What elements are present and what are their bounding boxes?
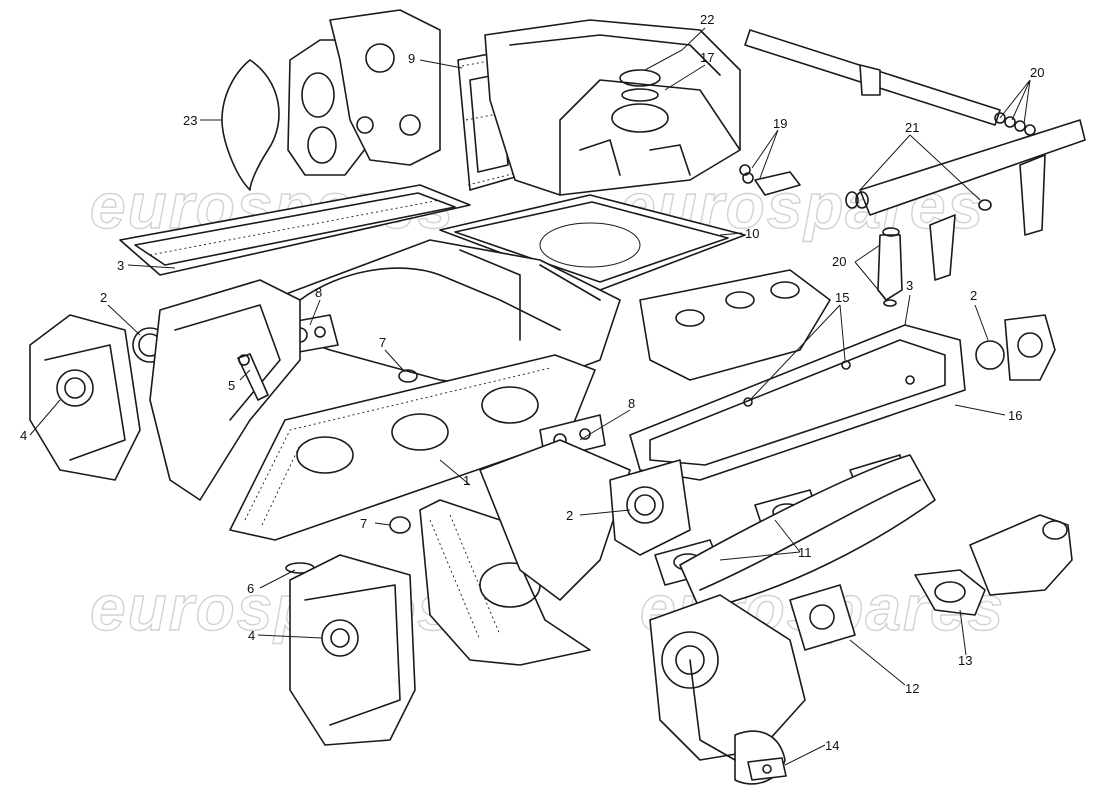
timing-cover-left-4 bbox=[29, 314, 141, 481]
callout-3: 3 bbox=[117, 258, 124, 273]
callout-4: 4 bbox=[248, 628, 255, 643]
callout-2: 2 bbox=[566, 508, 573, 523]
sensor-stud-5 bbox=[237, 353, 269, 401]
intake-manifold bbox=[269, 239, 831, 391]
oil-line-gasket-14 bbox=[747, 757, 787, 781]
cylinder-head-left bbox=[149, 279, 301, 501]
throttle-gasket-23 bbox=[221, 59, 280, 191]
callout-23: 23 bbox=[183, 113, 197, 128]
callout-17: 17 bbox=[700, 50, 714, 65]
callout-19: 19 bbox=[773, 116, 787, 131]
turbo-gasket-12 bbox=[789, 584, 856, 651]
callout-10: 10 bbox=[745, 226, 759, 241]
head-gasket-lower bbox=[419, 439, 631, 666]
callout-16: 16 bbox=[1008, 408, 1022, 423]
washer-7-lower bbox=[389, 516, 411, 534]
callout-8: 8 bbox=[628, 396, 635, 411]
turbo-outlet-gasket-13 bbox=[914, 569, 986, 616]
head-gasket-left-1 bbox=[229, 354, 596, 541]
callout-21: 21 bbox=[905, 120, 919, 135]
callout-9: 9 bbox=[408, 51, 415, 66]
callout-1: 1 bbox=[463, 473, 470, 488]
callout-8: 8 bbox=[315, 285, 322, 300]
callout-leaders bbox=[29, 27, 1031, 766]
exhaust-manifold bbox=[679, 454, 936, 611]
callout-4: 4 bbox=[20, 428, 27, 443]
callout-7: 7 bbox=[379, 335, 386, 350]
timing-cover-lower-4 bbox=[289, 554, 416, 746]
callout-2: 2 bbox=[970, 288, 977, 303]
callout-22: 22 bbox=[700, 12, 714, 27]
intake-plenum bbox=[484, 19, 741, 196]
valve-cover-gasket-left-3 bbox=[119, 184, 471, 276]
callout-13: 13 bbox=[958, 653, 972, 668]
callout-5: 5 bbox=[228, 378, 235, 393]
callout-20: 20 bbox=[832, 254, 846, 269]
callout-12: 12 bbox=[905, 681, 919, 696]
callout-3: 3 bbox=[906, 278, 913, 293]
fuel-injector-20 bbox=[877, 227, 903, 307]
callout-2: 2 bbox=[100, 290, 107, 305]
throttle-body-housing bbox=[287, 9, 441, 176]
callout-15: 15 bbox=[835, 290, 849, 305]
outlet-elbow bbox=[969, 514, 1073, 596]
callout-6: 6 bbox=[247, 581, 254, 596]
washer-7-upper bbox=[398, 369, 418, 383]
callout-20: 20 bbox=[1030, 65, 1044, 80]
callout-labels: 23 9 22 17 19 20 21 3 10 20 2 8 15 3 2 7… bbox=[20, 12, 1044, 753]
sensor-19 bbox=[739, 164, 801, 196]
fuel-rail-upper bbox=[744, 29, 1036, 136]
water-outlet-2-middle bbox=[609, 459, 691, 556]
water-flange-2-right bbox=[975, 314, 1056, 381]
callout-7: 7 bbox=[360, 516, 367, 531]
callout-14: 14 bbox=[825, 738, 839, 753]
callout-11: 11 bbox=[798, 545, 812, 560]
fuel-rail-lower bbox=[845, 119, 1086, 281]
